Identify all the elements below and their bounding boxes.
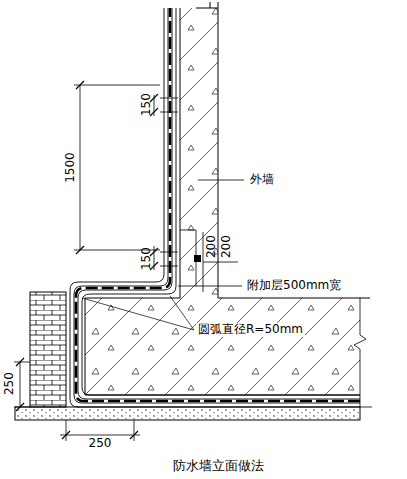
waterproof-coil xyxy=(76,8,360,401)
dimension-text: 250 xyxy=(2,373,15,396)
dimension-text: 200 xyxy=(204,236,217,259)
dimension-text: 150 xyxy=(139,248,152,271)
dimension-text: 250 xyxy=(89,437,112,450)
membrane-layer xyxy=(74,8,360,403)
dimension-text: 200 xyxy=(219,236,232,259)
note-label: 附加层500mm宽 xyxy=(245,279,343,292)
membrane-layer xyxy=(78,8,360,399)
caption: 防水墙立面做法 xyxy=(173,459,264,473)
note-label: 圆弧直径R=50mm xyxy=(196,323,305,336)
membrane-layer xyxy=(82,8,360,395)
part-label: 外墙 xyxy=(248,173,276,186)
dimension-text: 1500 xyxy=(63,153,76,184)
membrane-layer xyxy=(70,8,360,407)
dimension-text: 150 xyxy=(139,94,152,117)
